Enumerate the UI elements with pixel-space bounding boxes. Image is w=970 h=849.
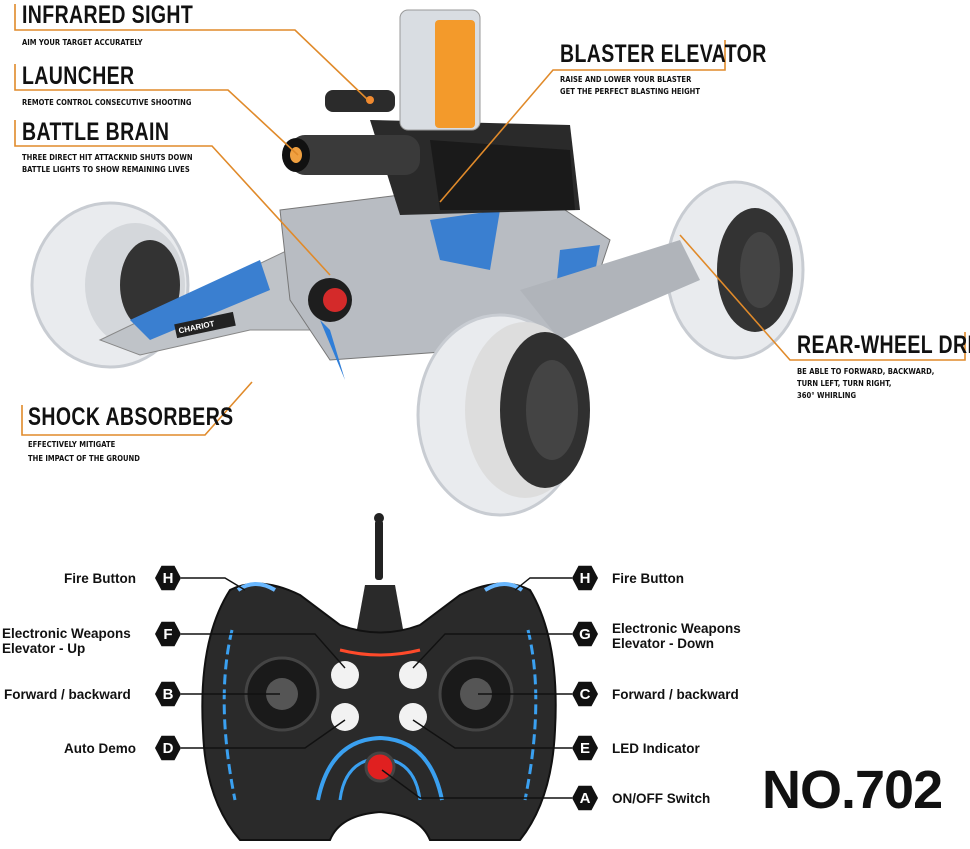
feature-title: LAUNCHER	[22, 62, 135, 90]
feature-shock-absorbers: SHOCK ABSORBERS EFFECTIVELY MITIGATE THE…	[28, 404, 292, 465]
label-elevator-down: Electronic Weapons Elevator - Down	[612, 621, 741, 651]
model-number: NO.702	[762, 760, 943, 820]
feature-launcher: LAUNCHER REMOTE CONTROL CONSECUTIVE SHOO…	[22, 63, 221, 109]
feature-desc: AIM YOUR TARGET ACCURATELY	[22, 38, 143, 47]
feature-desc: RAISE AND LOWER YOUR BLASTER	[560, 75, 692, 84]
feature-title: REAR-WHEEL DRIVE	[797, 331, 970, 359]
feature-desc: THE IMPACT OF THE GROUND	[28, 454, 140, 463]
feature-blaster-elevator: BLASTER ELEVATOR RAISE AND LOWER YOUR BL…	[560, 41, 825, 98]
feature-desc: THREE DIRECT HIT ATTACKNID SHUTS DOWN	[22, 153, 193, 162]
feature-leader-lines	[14, 4, 966, 436]
feature-title: BATTLE BRAIN	[22, 118, 170, 146]
feature-desc: GET THE PERFECT BLASTING HEIGHT	[560, 87, 700, 96]
feature-desc: EFFECTIVELY MITIGATE	[28, 440, 116, 449]
label-forward-backward-left: Forward / backward	[4, 687, 131, 702]
label-elevator-up: Electronic Weapons Elevator - Up	[2, 626, 131, 656]
feature-desc: BATTLE LIGHTS TO SHOW REMAINING LIVES	[22, 165, 190, 174]
feature-desc: TURN LEFT, TURN RIGHT,	[797, 379, 892, 388]
feature-title: SHOCK ABSORBERS	[28, 403, 234, 431]
feature-desc: REMOTE CONTROL CONSECUTIVE SHOOTING	[22, 98, 192, 107]
label-line: Electronic Weapons	[2, 626, 131, 641]
feature-rear-wheel-drive: REAR-WHEEL DRIVE BE ABLE TO FORWARD, BAC…	[797, 332, 970, 402]
remote-controller-image	[201, 513, 557, 841]
label-auto-demo: Auto Demo	[64, 741, 136, 756]
feature-desc: 360° WHIRLING	[797, 391, 857, 400]
rc-car-image	[30, 9, 805, 517]
feature-title: BLASTER ELEVATOR	[560, 40, 767, 68]
label-led-indicator: LED Indicator	[612, 741, 700, 756]
label-line: Electronic Weapons	[612, 621, 741, 636]
label-fire-button-right: Fire Button	[612, 571, 684, 586]
feature-infrared-sight: INFRARED SIGHT AIM YOUR TARGET ACCURATEL…	[22, 2, 242, 49]
label-forward-backward-right: Forward / backward	[612, 687, 739, 702]
label-line: Elevator - Up	[2, 641, 86, 656]
feature-battle-brain: BATTLE BRAIN THREE DIRECT HIT ATTACKNID …	[22, 119, 223, 176]
feature-desc: BE ABLE TO FORWARD, BACKWARD,	[797, 367, 935, 376]
feature-title: INFRARED SIGHT	[22, 1, 194, 29]
label-on-off-switch: ON/OFF Switch	[612, 791, 711, 806]
controller-leader-lines	[181, 577, 572, 799]
label-line: Elevator - Down	[612, 636, 715, 651]
label-fire-button-left: Fire Button	[64, 571, 136, 586]
